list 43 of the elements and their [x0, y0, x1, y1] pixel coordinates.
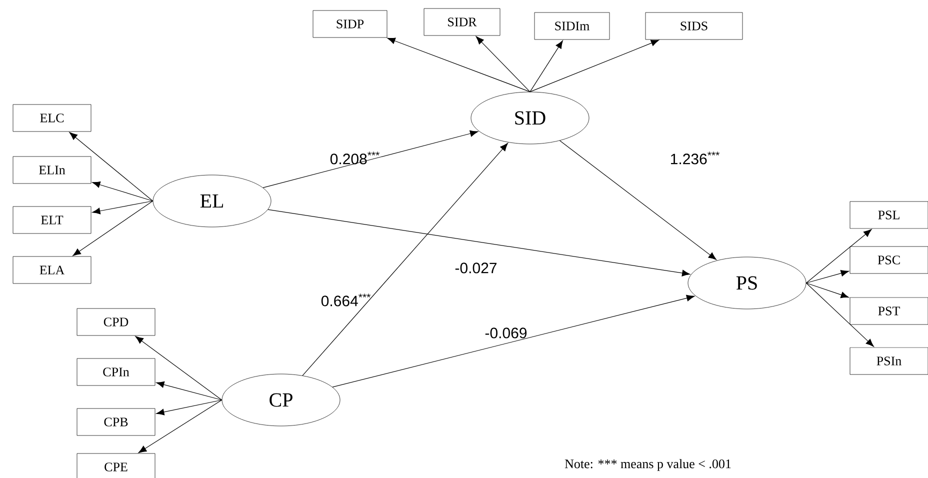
arrow: [156, 400, 222, 416]
note: Note: *** means p value < .001: [564, 459, 731, 471]
indicator-box: ELA: [12, 256, 92, 284]
indicator-box: ELIn: [12, 156, 92, 184]
indicator-box: PST: [850, 297, 928, 325]
arrow: [806, 282, 849, 298]
indicator-box: SIDR: [424, 8, 500, 36]
arrow: [262, 130, 478, 188]
arrow: [806, 282, 874, 347]
indicator-box: CPD: [76, 308, 156, 336]
path-coefficient: 0.664$^{***}$: [321, 294, 370, 306]
arrow: [156, 381, 222, 400]
path-coefficient: -0.069: [485, 328, 527, 338]
arrow: [332, 294, 695, 388]
arrow: [302, 143, 508, 376]
indicator-box: ELT: [12, 206, 92, 234]
arrow: [530, 40, 660, 92]
arrow: [268, 209, 690, 276]
arrow: [806, 229, 872, 284]
path-coefficient: 1.236$^{***}$: [671, 152, 720, 164]
indicator-box: CPB: [76, 408, 156, 436]
arrow: [530, 40, 563, 92]
arrow: [387, 38, 530, 92]
arrow: [69, 132, 154, 202]
arrow: [138, 400, 222, 453]
arrow: [476, 36, 530, 92]
indicator-box: PSIn: [850, 347, 928, 375]
indicator-box: PSL: [850, 201, 928, 229]
indicator-box: CPE: [76, 453, 156, 478]
indicator-box: SIDIm: [534, 12, 610, 40]
path-coefficient: -0.027: [455, 262, 497, 274]
indicator-box: PSC: [850, 246, 928, 274]
indicator-box: ELC: [12, 104, 92, 132]
arrow: [72, 200, 154, 256]
arrow: [135, 336, 222, 400]
arrow: [806, 270, 849, 284]
indicator-box: SIDS: [645, 12, 743, 40]
indicator-box: SIDP: [312, 10, 388, 38]
path-coefficient: 0.208$^{***}$: [330, 152, 380, 164]
arrow: [92, 200, 154, 214]
arrow: [92, 181, 154, 202]
indicator-box: CPIn: [76, 358, 156, 386]
arrow: [559, 140, 717, 260]
